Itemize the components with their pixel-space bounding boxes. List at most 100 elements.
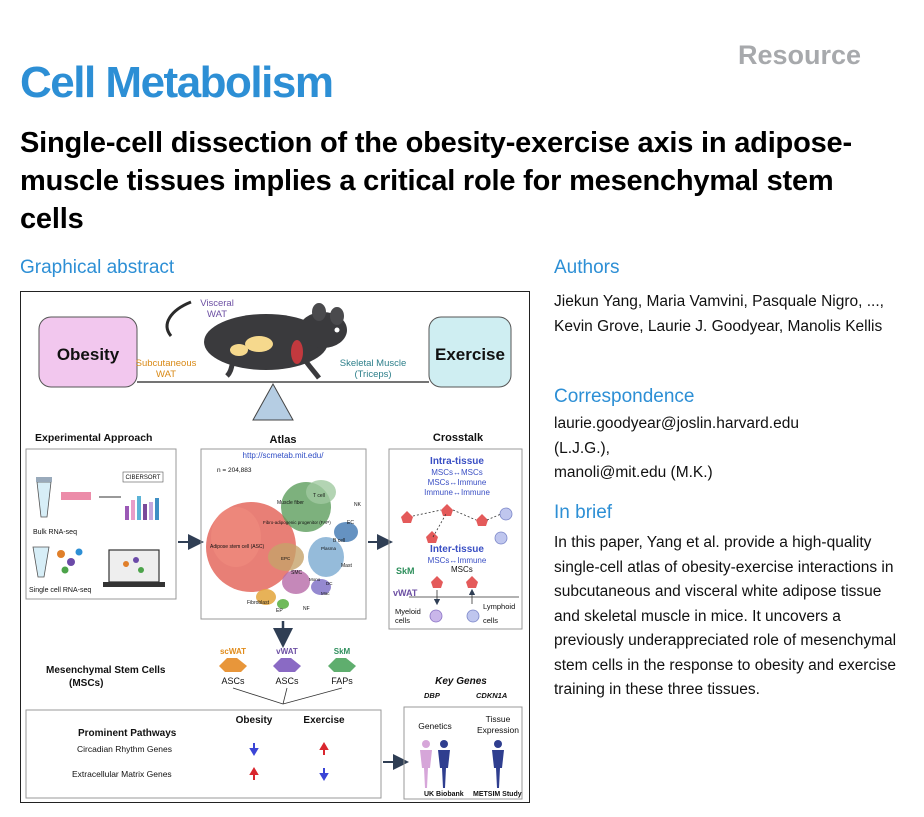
correspondence-email-2[interactable]: manoli@mit.edu (M.K.) <box>554 464 713 481</box>
bulk-rna-seq-label: Bulk RNA-seq <box>33 529 77 536</box>
msc-tissue-vwat: vWAT <box>276 647 298 656</box>
in-brief-heading: In brief <box>554 502 613 523</box>
exercise-label: Exercise <box>435 345 505 364</box>
msc-cell-fap: FAPs <box>331 676 353 686</box>
msc-cell-vwat <box>273 658 301 672</box>
gene-dbp: DBP <box>424 691 441 700</box>
atlas-label-epc: EPC <box>281 556 291 561</box>
msc-title-line2: (MSCs) <box>69 678 103 689</box>
subcutaneous-wat-label: WAT <box>156 369 176 380</box>
visceral-wat-label: WAT <box>207 309 227 320</box>
msc-cell-asc-1: ASCs <box>221 676 245 686</box>
circadian-obesity-down-arrow-icon <box>249 743 259 756</box>
intra-msc-msc: MSCs↔MSCs <box>431 468 483 477</box>
atlas-label-ep: EP <box>276 608 283 614</box>
lymphoid-cell-icon <box>466 609 480 623</box>
triceps-label: (Triceps) <box>354 369 391 380</box>
pathway-circadian: Circadian Rhythm Genes <box>77 744 172 754</box>
intra-tissue-cells <box>401 504 513 545</box>
exercise-box <box>428 316 512 388</box>
article-type-label: Resource <box>738 40 862 70</box>
cibersort-label: CIBERSORT <box>126 475 161 481</box>
expression-label: Expression <box>477 725 519 735</box>
bulk-tube-icon <box>36 477 52 518</box>
genetics-label: Genetics <box>418 721 452 731</box>
myeloid-cell-icon <box>429 609 443 623</box>
atlas-label-nk: NK <box>354 502 362 508</box>
single-cell-rna-seq-label: Single cell RNA-seq <box>29 587 91 594</box>
msc-join-lines <box>232 687 343 705</box>
human-figure-expression-icon <box>492 740 504 788</box>
inter-tissue-title: Inter-tissue <box>430 544 484 555</box>
atlas-url: http://scmetab.mit.edu/ <box>243 451 325 460</box>
pathway-exercise-col: Exercise <box>303 715 345 726</box>
inter-msc-cell-2 <box>466 576 478 588</box>
msc-cell-skm <box>328 658 356 672</box>
myeloid-label: Myeloid <box>395 607 421 616</box>
msc-cell-asc-2: ASCs <box>275 676 299 686</box>
mouse-illustration <box>165 300 347 380</box>
correspondence-initials-1: (L.J.G.), <box>554 439 610 457</box>
ecm-obesity-up-arrow-icon <box>249 767 259 780</box>
seesaw-fulcrum <box>252 382 294 421</box>
vwat-label: vWAT <box>393 588 418 598</box>
single-cell-tube-icon <box>32 546 83 578</box>
atlas-umap-plot <box>206 480 358 609</box>
circadian-exercise-up-arrow-icon <box>319 742 329 755</box>
pathways-panel <box>25 709 382 799</box>
atlas-label-mast: Mast <box>341 563 352 569</box>
atlas-label-mac: Mac <box>321 591 330 596</box>
lymphoid-cells-label: cells <box>483 616 498 625</box>
experimental-panel <box>25 448 177 600</box>
obesity-label: Obesity <box>57 345 120 364</box>
intra-msc-immune: MSCs↔Immune <box>428 478 487 487</box>
inter-mscs-label: MSCs <box>451 565 473 574</box>
pathway-ecm: Extracellular Matrix Genes <box>72 769 172 779</box>
correspondence-email-1[interactable]: laurie.goodyear@joslin.harvard.edu <box>554 415 799 432</box>
msc-tissue-scwat: scWAT <box>220 647 246 656</box>
subcutaneous-label: Subcutaneous <box>136 358 197 369</box>
metsim-label: METSIM Study <box>473 791 522 798</box>
atlas-label-tcell: T cell <box>313 493 325 499</box>
atlas-label-plasma: Plasma <box>321 546 337 551</box>
correspondence-heading: Correspondence <box>554 386 695 407</box>
journal-name: Cell Metabolism <box>20 58 334 107</box>
pathways-title: Prominent Pathways <box>78 728 177 739</box>
in-brief-text: In this paper, Yang et al. provide a hig… <box>554 534 897 698</box>
atlas-label-ec: EC <box>347 520 354 526</box>
atlas-label-smc: SMC <box>291 570 303 576</box>
authors-text: Jiekun Yang, Maria Vamvini, Pasquale Nig… <box>554 293 884 335</box>
graphical-abstract-heading: Graphical abstract <box>20 257 175 278</box>
atlas-label-mono: Mono <box>309 577 321 582</box>
atlas-label-fap: Fibro-adipogenic progenitor (FAP) <box>263 520 331 525</box>
skeletal-muscle-label: Skeletal Muscle <box>340 358 407 369</box>
inter-msc-cell-1 <box>431 576 443 588</box>
msc-title-line1: Mesenchymal Stem Cells <box>46 665 166 676</box>
correspondence-block: laurie.goodyear@joslin.harvard.edu (L.J.… <box>554 412 899 486</box>
skm-label: SkM <box>396 566 415 576</box>
lymphoid-label: Lymphoid <box>483 602 515 611</box>
graphical-abstract-figure: Obesity Exercise Visceral WAT Subcutaneo… <box>20 291 530 803</box>
key-genes-panel <box>403 706 523 800</box>
authors-heading: Authors <box>554 257 620 278</box>
gene-cdkn1a: CDKN1A <box>476 691 507 700</box>
crosstalk-panel <box>388 448 523 630</box>
atlas-label-fibroblast: Fibroblast <box>247 600 270 606</box>
atlas-label-muscle: Muscle fiber <box>277 500 304 506</box>
human-figures-genetics-icon <box>420 740 450 788</box>
laptop-icon <box>103 549 165 587</box>
msc-cell-scwat <box>219 658 247 672</box>
msc-tissue-skm: SkM <box>334 647 351 656</box>
atlas-label-asc: Adipose stem cell (ASC) <box>210 544 265 550</box>
atlas-cell-count: n = 204,883 <box>217 467 252 474</box>
myeloid-cells-label: cells <box>395 616 410 625</box>
experimental-approach-title: Experimental Approach <box>35 432 152 444</box>
intra-tissue-title: Intra-tissue <box>430 456 484 467</box>
intra-immune-immune: Immune↔Immune <box>424 488 490 497</box>
obesity-box <box>38 316 138 388</box>
atlas-label-bcell: B cell <box>333 538 345 544</box>
crosstalk-title: Crosstalk <box>433 432 484 444</box>
atlas-label-dc: DC <box>326 581 333 586</box>
deconvolution-bar-icon <box>125 496 159 520</box>
tissue-label: Tissue <box>486 714 511 724</box>
